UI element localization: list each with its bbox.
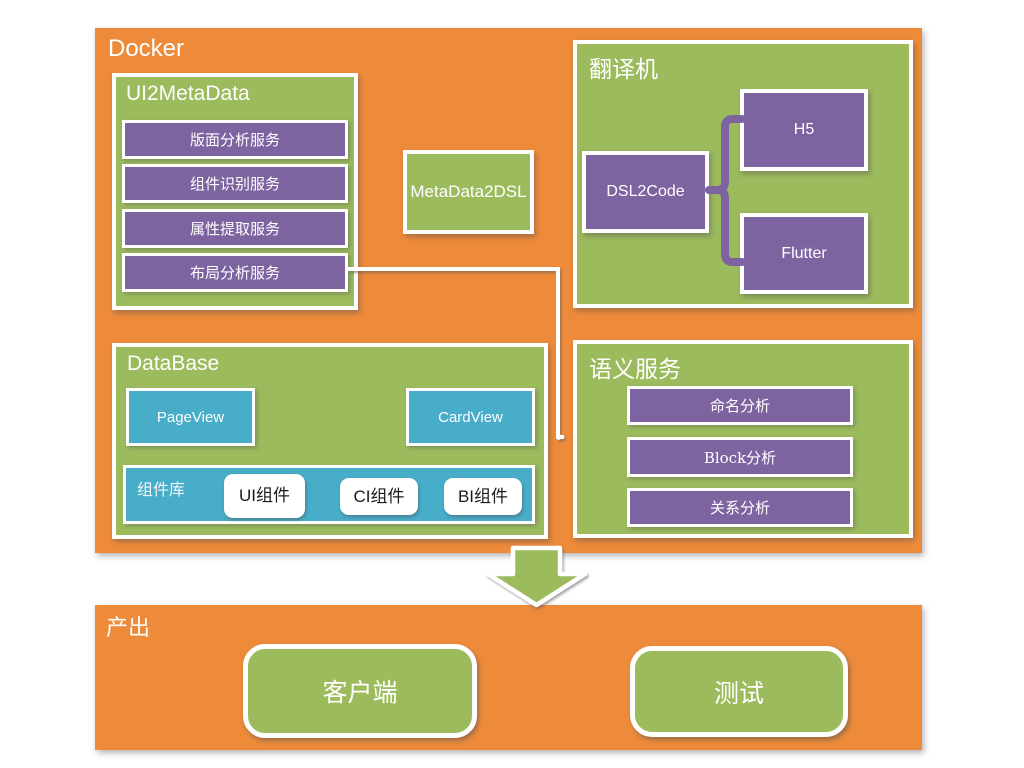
component-chip-label: CI组件: [353, 486, 405, 506]
output-client-box: 客户端: [243, 644, 477, 738]
cardview-label: CardView: [438, 408, 503, 426]
component-chip-bi: BI组件: [444, 478, 522, 515]
service-bar-attribute-extraction: 属性提取服务: [122, 209, 348, 248]
docker-title: Docker: [108, 35, 185, 62]
ui2metadata-title: UI2MetaData: [126, 82, 250, 105]
semantic-bar-relation: 关系分析: [627, 488, 853, 527]
semantic-bar-block: Block分析: [627, 437, 853, 477]
metadata2dsl-label: MetaData2DSL: [410, 182, 527, 201]
pageview-box: PageView: [126, 388, 255, 446]
service-bar-label: 组件识别服务: [189, 175, 280, 193]
component-library-label: 组件库: [137, 480, 186, 499]
semantic-bar-label: 关系分析: [709, 499, 770, 517]
service-bar-label: 版面分析服务: [189, 131, 280, 149]
semantic-service-title: 语义服务: [589, 357, 681, 383]
target-flutter-box: Flutter: [740, 213, 868, 294]
cardview-box: CardView: [406, 388, 535, 446]
database-title: DataBase: [127, 352, 220, 375]
component-chip-ui: UI组件: [224, 474, 305, 518]
semantic-bar-label: 命名分析: [709, 397, 770, 415]
target-h5-box: H5: [740, 89, 868, 171]
service-bar-layout-analysis-2: 布局分析服务: [122, 253, 348, 292]
target-h5-label: H5: [793, 121, 815, 138]
output-test-box: 测试: [630, 646, 848, 737]
output-test-label: 测试: [713, 678, 764, 708]
service-bar-component-recognition: 组件识别服务: [122, 164, 348, 203]
component-chip-label: UI组件: [239, 486, 290, 506]
dsl2code-box: DSL2Code: [582, 151, 709, 233]
service-bar-layout-analysis: 版面分析服务: [122, 120, 348, 159]
dsl2code-label: DSL2Code: [606, 183, 685, 200]
service-bar-label: 属性提取服务: [189, 220, 280, 238]
output-title: 产出: [106, 616, 151, 641]
semantic-bar-naming: 命名分析: [627, 386, 853, 425]
service-bar-label: 布局分析服务: [189, 264, 280, 282]
semantic-bar-label: Block分析: [703, 448, 777, 467]
output-client-label: 客户端: [322, 678, 398, 707]
component-chip-ci: CI组件: [340, 478, 418, 515]
target-flutter-label: Flutter: [781, 244, 827, 262]
pageview-label: PageView: [156, 408, 225, 426]
translator-title: 翻译机: [589, 57, 658, 83]
big-down-arrow-icon: [485, 545, 588, 608]
metadata2dsl-box: MetaData2DSL: [403, 150, 534, 234]
component-chip-label: BI组件: [457, 486, 509, 506]
